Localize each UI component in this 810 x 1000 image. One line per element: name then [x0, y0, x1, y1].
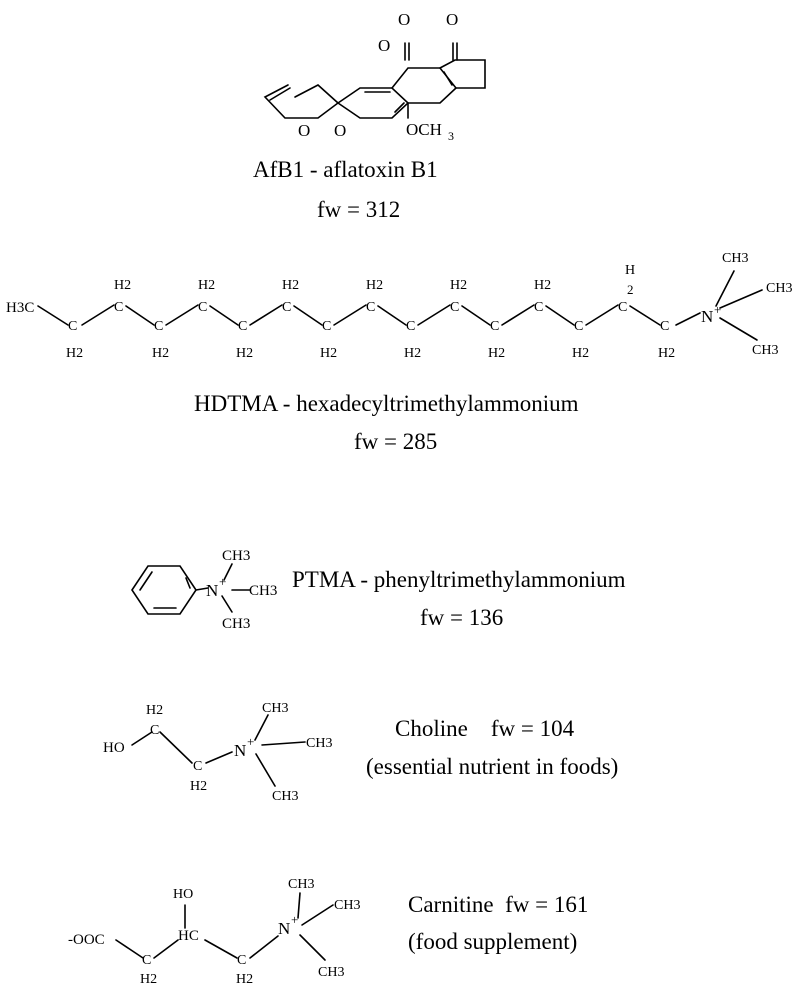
hdtma-c-down: C	[574, 319, 583, 334]
hdtma-c-up: C	[618, 300, 627, 315]
choline-h2-top: H2	[146, 703, 163, 718]
carnitine-name: Carnitine fw = 161	[408, 892, 589, 917]
hdtma-c-down: C	[660, 319, 669, 334]
hdtma-fw: fw = 285	[354, 429, 438, 454]
hdtma-h2-down: H2	[66, 346, 83, 361]
ptma-name: PTMA - phenyltrimethylammonium	[292, 567, 626, 592]
carnitine-methyl-bottom: CH3	[318, 965, 344, 980]
choline-c2: C	[193, 759, 202, 774]
aflatoxin-methoxy: OCH	[406, 120, 442, 139]
choline-structure	[131, 714, 306, 787]
hdtma-c-down: C	[68, 319, 77, 334]
hdtma-c-down: C	[238, 319, 247, 334]
hdtma-h2-down: H2	[236, 346, 253, 361]
hdtma-c-up: C	[198, 300, 207, 315]
hdtma-methyl-bottom: CH3	[752, 343, 778, 358]
carnitine-methyl-top: CH3	[288, 877, 314, 892]
carnitine-carboxylate: -OOC	[68, 932, 105, 948]
hdtma-c-down: C	[154, 319, 163, 334]
ptma-charge: +	[219, 574, 226, 589]
hdtma-c-down: C	[406, 319, 415, 334]
aflatoxin-o-furan2: O	[334, 121, 346, 140]
hdtma-h2-down: H2	[658, 346, 675, 361]
choline-note: (essential nutrient in foods)	[366, 754, 619, 779]
carnitine-methyl-right: CH3	[334, 898, 360, 913]
hdtma-nitrogen: N	[701, 307, 713, 326]
hdtma-h2-up: H2	[198, 278, 215, 293]
choline-hydroxyl: HO	[103, 740, 125, 756]
ptma-nitrogen: N	[206, 581, 218, 600]
carnitine-note: (food supplement)	[408, 929, 578, 954]
hdtma-terminal: H3C	[6, 300, 34, 316]
choline-methyl-top: CH3	[262, 701, 288, 716]
hdtma-c-up: C	[282, 300, 291, 315]
carnitine-hydroxyl: HO	[173, 887, 193, 902]
choline-nitrogen: N	[234, 741, 246, 760]
hdtma-last-h: H	[625, 263, 635, 278]
hdtma-charge: +	[714, 302, 721, 317]
hdtma-c-down: C	[322, 319, 331, 334]
carnitine-h2-2: H2	[236, 972, 253, 987]
hdtma-h2-down: H2	[488, 346, 505, 361]
hdtma-c-down: C	[490, 319, 499, 334]
carnitine-h2-1: H2	[140, 972, 157, 987]
hdtma-h2-up: H2	[534, 278, 551, 293]
ptma-methyl-top: CH3	[222, 548, 250, 564]
hdtma-methyl-top: CH3	[722, 251, 748, 266]
choline-h2-bottom: H2	[190, 779, 207, 794]
aflatoxin-fw: fw = 312	[317, 197, 401, 222]
aflatoxin-o-ketone1: O	[398, 10, 410, 29]
choline-charge: +	[247, 734, 254, 749]
carnitine-charge: +	[291, 912, 298, 927]
aflatoxin-methoxy-sub: 3	[448, 129, 454, 143]
hdtma-c-up: C	[450, 300, 459, 315]
ptma-methyl-bottom: CH3	[222, 616, 250, 632]
hdtma-h2-down: H2	[320, 346, 337, 361]
ptma-methyl-right: CH3	[249, 583, 277, 599]
carnitine-c1: C	[142, 953, 151, 968]
hdtma-h2-up: H2	[450, 278, 467, 293]
hdtma-structure	[37, 270, 763, 341]
aflatoxin-structure	[263, 42, 486, 119]
hdtma-c-up: C	[534, 300, 543, 315]
carnitine-hc: HC	[178, 928, 199, 944]
aflatoxin-o-furan1: O	[298, 121, 310, 140]
ptma-fw: fw = 136	[420, 605, 504, 630]
carnitine-nitrogen: N	[278, 919, 290, 938]
choline-methyl-bottom: CH3	[272, 789, 298, 804]
aflatoxin-name: AfB1 - aflatoxin B1	[253, 157, 438, 182]
hdtma-h2-up: H2	[282, 278, 299, 293]
choline-name: Choline fw = 104	[395, 716, 575, 741]
choline-c1: C	[150, 723, 159, 738]
hdtma-name: HDTMA - hexadecyltrimethylammonium	[194, 391, 579, 416]
hdtma-c-up: C	[114, 300, 123, 315]
hdtma-methyl-right: CH3	[766, 281, 792, 296]
hdtma-c-up: C	[366, 300, 375, 315]
hdtma-h2-down: H2	[572, 346, 589, 361]
hdtma-h2-up: H2	[366, 278, 383, 293]
hdtma-h2-up: H2	[114, 278, 131, 293]
carnitine-c2: C	[237, 953, 246, 968]
aflatoxin-o-ketone2: O	[446, 10, 458, 29]
hdtma-h2-down: H2	[152, 346, 169, 361]
ptma-structure	[131, 563, 251, 615]
aflatoxin-o-lactone: O	[378, 36, 390, 55]
carnitine-structure	[115, 892, 334, 961]
hdtma-last-2: 2	[627, 282, 634, 297]
choline-methyl-right: CH3	[306, 736, 332, 751]
hdtma-h2-down: H2	[404, 346, 421, 361]
